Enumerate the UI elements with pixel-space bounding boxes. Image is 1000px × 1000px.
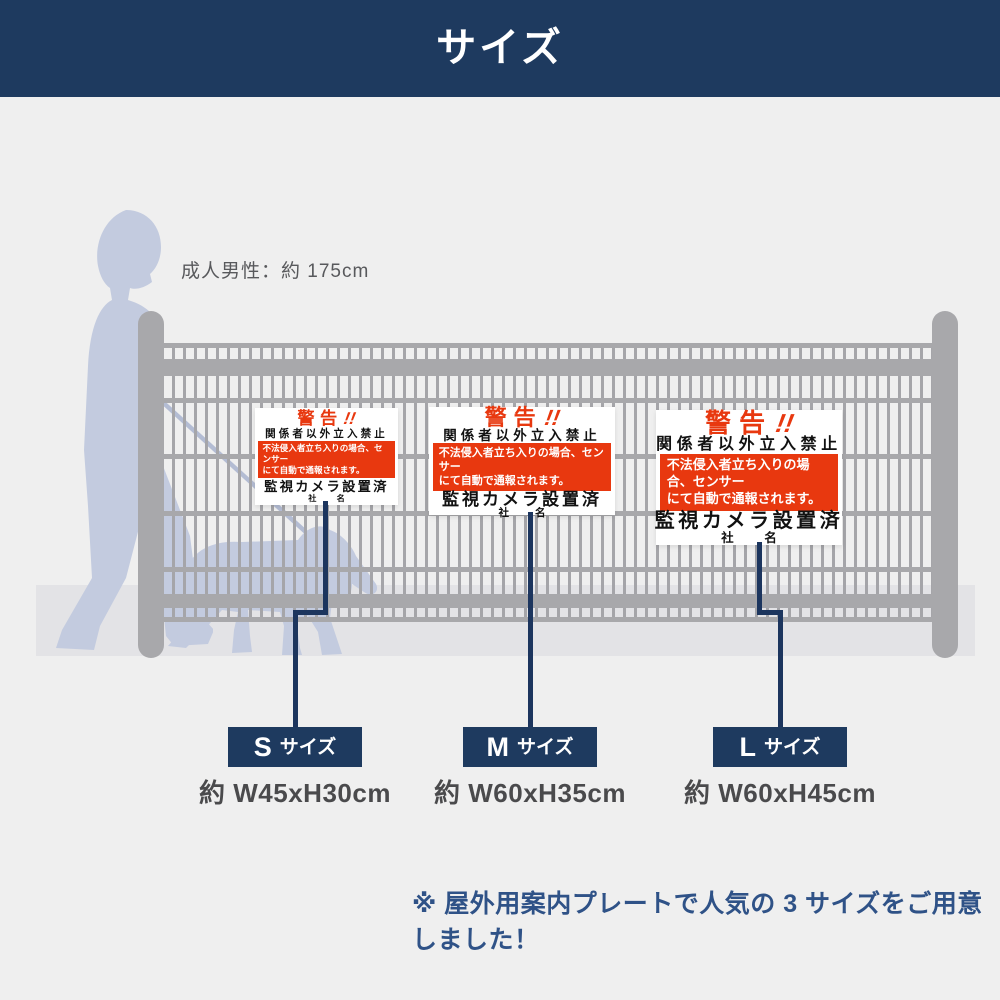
fence-post-left xyxy=(138,311,164,658)
footer-note: ※ 屋外用案内プレートで人気の 3 サイズをご用意しました！ xyxy=(412,890,983,954)
sign-warning-title: 警告!! xyxy=(297,407,358,428)
sign-alert-line1: 不法侵入者立ち入りの場合、センサー xyxy=(262,443,383,465)
size-label-s: S サイズ xyxy=(228,727,362,767)
sign-warning-title: 警告!! xyxy=(484,405,562,430)
fence-post-right xyxy=(932,311,958,658)
sign-alert-line2: にて自動で通報されます。 xyxy=(438,474,570,487)
adult-height-label: 成人男性：約 175cm xyxy=(181,261,370,282)
page-title: サイズ xyxy=(436,26,564,70)
callout-line-s-jog xyxy=(293,610,328,615)
fence-rail-mesh-1 xyxy=(161,398,935,403)
sign-restriction-text: 関係者以外立入禁止 xyxy=(443,428,601,443)
sign-company-name: 社名 xyxy=(498,506,546,519)
size-label-l: L サイズ xyxy=(713,727,847,767)
warning-sign-s: 警告!! 関係者以外立入禁止 不法侵入者立ち入りの場合、センサー にて自動で通報… xyxy=(255,408,398,505)
size-dimensions-s: 約 W45xH30cm xyxy=(199,778,391,808)
sign-camera-text: 監視カメラ設置済 xyxy=(264,479,389,495)
callout-line-s-upper xyxy=(323,501,328,615)
sign-alert-line2: にて自動で通報されます。 xyxy=(666,490,822,506)
sign-camera-text: 監視カメラ設置済 xyxy=(654,510,844,533)
sign-alert-band: 不法侵入者立ち入りの場合、センサー にて自動で通報されます。 xyxy=(659,453,839,511)
warning-sign-m: 警告!! 関係者以外立入禁止 不法侵入者立ち入りの場合、センサー にて自動で通報… xyxy=(429,405,615,518)
fence-rail-mesh-4 xyxy=(161,567,935,572)
callout-line-s-lower xyxy=(293,610,298,728)
warning-sign-l: 警告!! 関係者以外立入禁止 不法侵入者立ち入りの場合、センサー にて自動で通報… xyxy=(654,407,844,545)
sign-alert-band: 不法侵入者立ち入りの場合、センサー にて自動で通報されます。 xyxy=(432,442,612,491)
fence-rail-bottom-thin xyxy=(161,617,935,622)
sign-restriction-text: 関係者以外立入禁止 xyxy=(265,427,388,440)
callout-line-m xyxy=(528,512,533,728)
fence-rail-bottom-thick xyxy=(161,594,935,608)
size-dimensions-l: 約 W60xH45cm xyxy=(684,778,876,808)
callout-line-l-lower xyxy=(778,610,783,728)
sign-alert-line1: 不法侵入者立ち入りの場合、センサー xyxy=(438,446,604,473)
sign-alert-line1: 不法侵入者立ち入りの場合、センサー xyxy=(666,457,810,489)
sign-warning-title: 警告!! xyxy=(704,407,796,438)
sign-company-name: 社名 xyxy=(308,494,345,504)
callout-line-l-upper xyxy=(757,542,762,615)
sign-camera-text: 監視カメラ設置済 xyxy=(442,489,602,509)
sign-alert-line2: にて自動で通報されます。 xyxy=(262,465,365,476)
size-label-m: M サイズ xyxy=(463,727,597,767)
header-banner: サイズ xyxy=(0,0,1000,97)
size-dimensions-m: 約 W60xH35cm xyxy=(434,778,626,808)
sign-alert-band: 不法侵入者立ち入りの場合、センサー にて自動で通報されます。 xyxy=(257,440,396,479)
sign-company-name: 社名 xyxy=(721,530,777,545)
fence-rail-top-thick xyxy=(161,359,935,376)
sign-restriction-text: 関係者以外立入禁止 xyxy=(656,436,842,454)
fence-rail-top-thin xyxy=(161,343,935,348)
callout-line-l-jog xyxy=(757,610,783,615)
